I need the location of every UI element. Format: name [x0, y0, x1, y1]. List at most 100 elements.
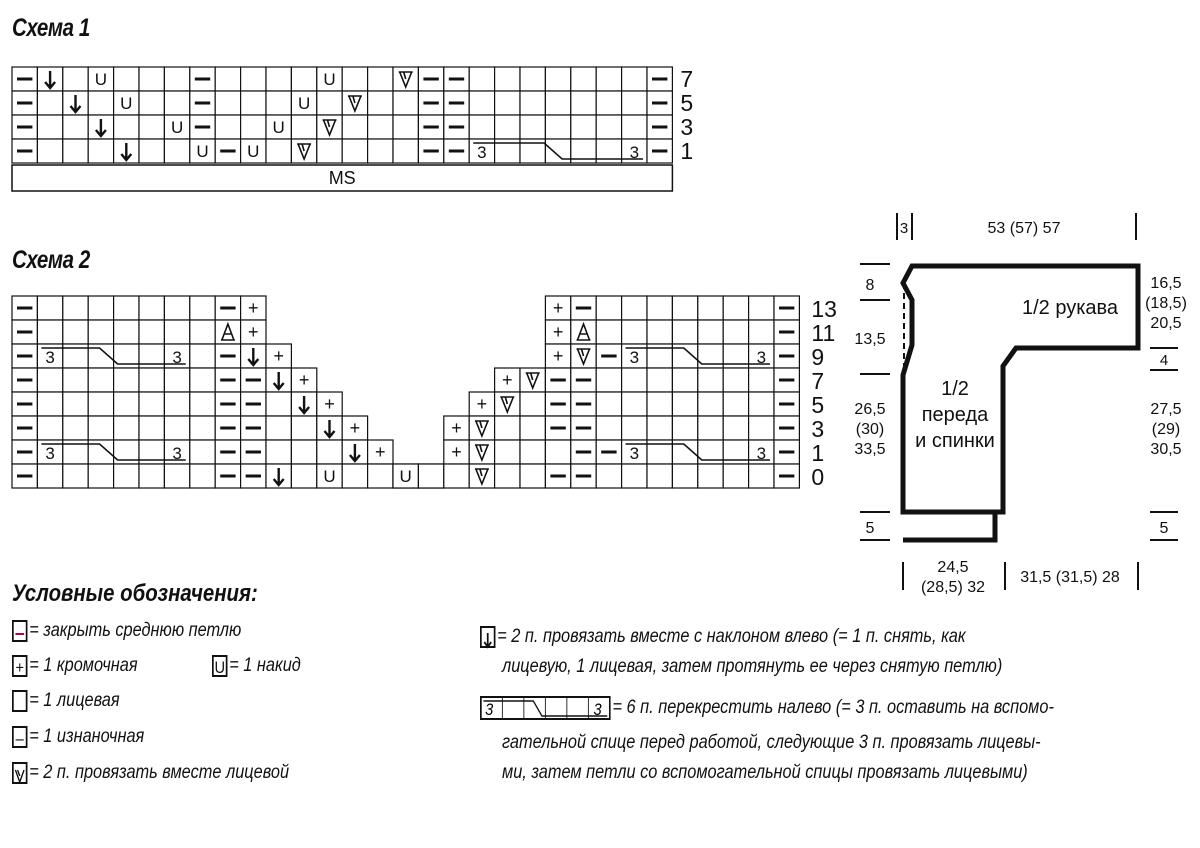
- cable-cross-line: [41, 347, 186, 365]
- chart-cell: [747, 319, 775, 345]
- cable-three-mark: 3: [172, 348, 181, 367]
- chart-cell: [163, 90, 191, 116]
- chart-cell: [189, 319, 216, 345]
- chart-cell: [544, 90, 572, 116]
- chart-cell: [620, 391, 648, 417]
- chart-cell: [87, 415, 115, 441]
- chart-cell: [519, 114, 546, 140]
- dim-right-body: (29): [1152, 421, 1180, 438]
- scheme1-row-label: 1: [680, 138, 693, 164]
- scheme2-row-label: 1: [811, 440, 824, 466]
- chart-cell: [367, 90, 394, 116]
- edge-mark: +: [299, 370, 310, 390]
- edge-stitch-icon: +: [12, 655, 28, 677]
- chart-cell: [468, 66, 496, 92]
- dec-left-mark: [348, 444, 361, 463]
- k2tog-mark: [398, 71, 413, 90]
- svg-text:3: 3: [594, 701, 602, 719]
- chart-cell: [316, 66, 343, 92]
- chart-cell: [62, 295, 89, 321]
- scheme2-left-row: [11, 295, 267, 321]
- chart-cell: [595, 391, 623, 417]
- chart-cell: [519, 391, 546, 417]
- chart-cell: [773, 415, 800, 441]
- chart-cell: [494, 415, 521, 441]
- chart-cell: [722, 391, 750, 417]
- chart-cell: [138, 138, 165, 164]
- chart-cell: [87, 367, 115, 393]
- chart-cell: [341, 66, 369, 92]
- ms-band: [11, 164, 674, 192]
- chart-cell: [36, 415, 64, 441]
- legend-title: Условные обозначения:: [12, 580, 258, 607]
- chart-cell: [62, 415, 89, 441]
- chart-cell: [747, 415, 775, 441]
- chart-cell: [519, 439, 546, 465]
- chart-cell: [595, 66, 623, 92]
- chart-cell: [747, 391, 775, 417]
- scheme2-right-row: [544, 319, 800, 345]
- scheme2-left-row: [11, 415, 369, 441]
- scheme1-row: [11, 66, 673, 92]
- chart-cell: [112, 319, 140, 345]
- chart-cell: [367, 138, 394, 164]
- chart-cell: [87, 463, 115, 489]
- scheme2-row-label: 7: [811, 368, 824, 394]
- cable-three-mark: 3: [757, 348, 766, 367]
- chart-cell: [138, 90, 165, 116]
- cable-three-mark: 3: [45, 348, 54, 367]
- chart-cell: [138, 415, 165, 441]
- legend-item-cross-cont: гательной спице перед работой, следующие…: [502, 732, 1041, 753]
- chart-cell: [290, 114, 318, 140]
- chart-cell: [112, 90, 140, 116]
- yarn-over-mark: U: [400, 467, 412, 486]
- k2tog-icon: [12, 762, 28, 784]
- chart-cell: [468, 114, 496, 140]
- yarn-over-mark: U: [323, 467, 335, 486]
- chart-cell: [163, 66, 191, 92]
- chart-cell: [290, 367, 318, 393]
- chart-cell: [620, 114, 648, 140]
- cuff-band: [903, 509, 998, 543]
- body-label: 1/2: [941, 378, 969, 400]
- yarn-over-mark: U: [273, 118, 285, 137]
- legend-item-mid: = закрыть среднюю петлю: [12, 620, 241, 642]
- chart-cell: [570, 66, 597, 92]
- dim-left-mid: 13,5: [854, 331, 885, 348]
- cable-three-mark: 3: [630, 143, 639, 162]
- chart-cell: [671, 415, 699, 441]
- chart-cell: [240, 319, 267, 345]
- chart-cell: [265, 138, 292, 164]
- chart-cell: [112, 114, 140, 140]
- chart-cell: [646, 415, 673, 441]
- chart-cell: [620, 367, 648, 393]
- chart-cell: [620, 415, 648, 441]
- chart-cell: [646, 391, 673, 417]
- dim-top-width: 53 (57) 57: [988, 220, 1061, 237]
- chart-cell: [112, 463, 140, 489]
- chart-cell: [570, 114, 597, 140]
- knit-stitch-icon: [12, 690, 28, 712]
- chart-cell: [189, 439, 216, 465]
- chart-cell: [671, 367, 699, 393]
- cable-three-mark: 3: [477, 143, 486, 162]
- scheme2-row-label: 9: [811, 344, 824, 370]
- chart-cell: [697, 391, 724, 417]
- cable-three-mark: 3: [757, 444, 766, 463]
- chart-cell: [646, 319, 673, 345]
- dim-left-body: 33,5: [854, 441, 885, 458]
- chart-cell: [494, 66, 521, 92]
- chart-cell: [494, 367, 521, 393]
- chart-cell: [189, 343, 216, 369]
- legend-item-k2tog: = 2 п. провязать вместе лицевой: [12, 762, 289, 784]
- yarn-over-icon: U: [212, 655, 228, 677]
- chart-cell: [290, 66, 318, 92]
- k2tog-mark: [500, 396, 515, 415]
- chart-cell: [316, 138, 343, 164]
- chart-cell: [443, 463, 470, 489]
- chart-cell: [265, 114, 292, 140]
- legend-item-purl: –= 1 изнаночная: [12, 726, 144, 748]
- chart-cell: [36, 114, 64, 140]
- cable-cross-line: [625, 443, 770, 461]
- chart-cell: [189, 295, 216, 321]
